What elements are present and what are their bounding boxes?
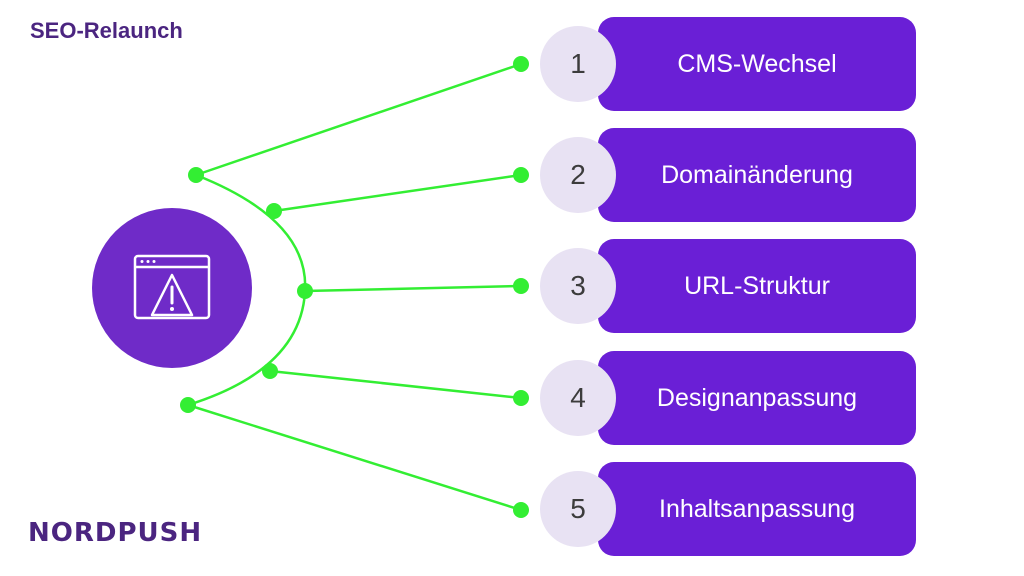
- item-number: 2: [540, 137, 616, 213]
- connector-line-5: [187, 403, 522, 512]
- list-item: Domainänderung 2: [540, 128, 916, 222]
- connector-line-2: [273, 173, 522, 213]
- connector-dot: [180, 397, 196, 413]
- connector-line-4: [269, 369, 522, 400]
- connector-line-1: [195, 62, 522, 177]
- connector-dot: [262, 363, 278, 379]
- list-item: URL-Struktur 3: [540, 239, 916, 333]
- item-number: 4: [540, 360, 616, 436]
- connector-dot: [513, 278, 529, 294]
- connector-dot: [513, 56, 529, 72]
- item-number: 5: [540, 471, 616, 547]
- connector-dot: [188, 167, 204, 183]
- list-item: Designanpassung 4: [540, 351, 916, 445]
- item-number: 3: [540, 248, 616, 324]
- item-bar: CMS-Wechsel: [598, 17, 916, 111]
- connector-dot: [513, 390, 529, 406]
- connector-dot: [266, 203, 282, 219]
- list-item: CMS-Wechsel 1: [540, 17, 916, 111]
- item-bar: Domainänderung: [598, 128, 916, 222]
- hub-circle: [92, 208, 252, 368]
- browser-warning-icon: [133, 254, 211, 320]
- connector-line-3: [304, 284, 522, 293]
- connector-dot: [513, 167, 529, 183]
- nordpush-logo: NORDPUSH: [28, 518, 203, 548]
- item-bar: Designanpassung: [598, 351, 916, 445]
- item-bar: URL-Struktur: [598, 239, 916, 333]
- item-number: 1: [540, 26, 616, 102]
- page-title: SEO-Relaunch: [30, 18, 183, 43]
- connector-dot: [513, 502, 529, 518]
- connector-dot: [297, 283, 313, 299]
- list-item: Inhaltsanpassung 5: [540, 462, 916, 556]
- item-bar: Inhaltsanpassung: [598, 462, 916, 556]
